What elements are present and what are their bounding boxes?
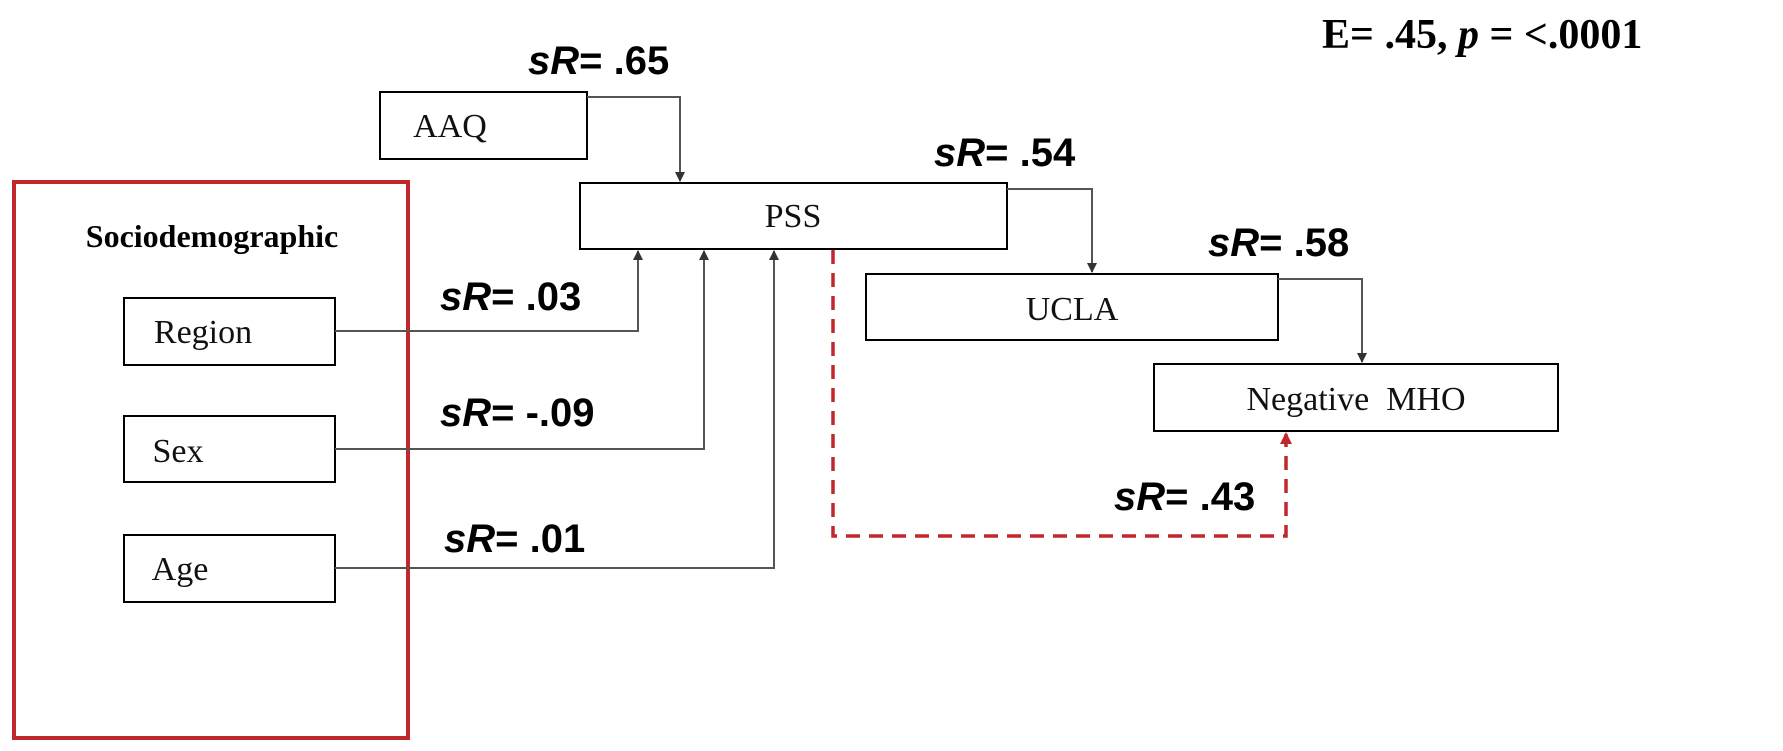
label-pss-ucla: sR= .54 [934, 131, 1076, 175]
edge-sex-to-pss [335, 250, 709, 450]
edge-ucla-to-mho [1278, 278, 1367, 363]
edge-region-to-pss [335, 250, 643, 332]
group-title: Sociodemographic [86, 218, 338, 254]
label-aaq-pss: sR= .65 [528, 39, 669, 83]
edge-pss-to-mho-dashed [831, 250, 1292, 538]
node-region-label: Region [154, 314, 252, 351]
node-sex-label: Sex [153, 433, 204, 470]
label-region-pss: sR= .03 [440, 275, 581, 319]
label-sex-pss: sR= -.09 [440, 391, 595, 435]
label-pss-mho: sR= .43 [1114, 475, 1255, 519]
node-sex: Sex [123, 415, 336, 483]
edge-aaq-to-pss [587, 96, 685, 182]
node-ucla-label: UCLA [1026, 291, 1119, 328]
node-negative-mho: Negative MHO [1153, 363, 1559, 432]
overall-statistic: E= .45, p = <.0001 [1322, 12, 1642, 58]
node-region: Region [123, 297, 336, 366]
node-pss: PSS [579, 182, 1008, 250]
node-negative-mho-label: Negative MHO [1246, 381, 1465, 418]
label-age-pss: sR= .01 [444, 517, 585, 561]
edge-age-to-pss [335, 250, 779, 569]
node-pss-label: PSS [765, 198, 822, 235]
node-aaq-label: AAQ [413, 108, 487, 145]
node-aaq: AAQ [379, 91, 588, 160]
sociodemographic-group [12, 180, 410, 740]
edge-pss-to-ucla [1007, 188, 1097, 273]
node-ucla: UCLA [865, 273, 1279, 341]
node-age-label: Age [152, 551, 209, 588]
label-ucla-mho: sR= .58 [1208, 221, 1349, 265]
node-age: Age [123, 534, 336, 603]
